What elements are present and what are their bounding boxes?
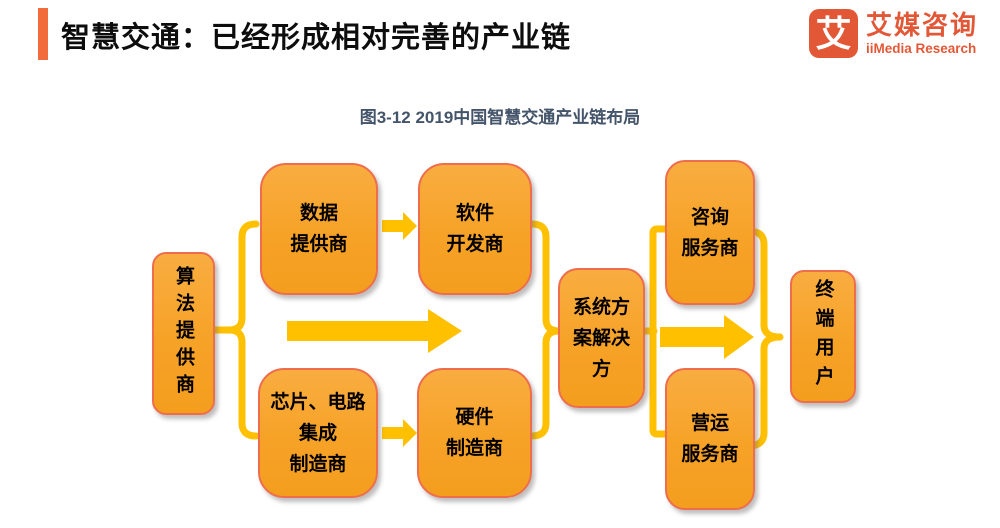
iimedia-logo: 艾 艾媒咨询 iiMedia Research [808,9,978,58]
node-software-developer: 软件 开发商 [418,163,532,295]
logo-brand-cn: 艾媒咨询 [865,10,978,40]
node-label-line: 方 [591,358,611,380]
node-label-line: 服务商 [681,237,739,259]
brace-middle [528,220,563,440]
arrow-data-to-software [382,212,417,240]
title-accent-bar [38,8,48,60]
node-label-line: 制造商 [289,453,347,475]
node-label-line: 提供商 [290,234,348,255]
arrow-chip-to-hardware [382,419,417,447]
node-end-user: 终端用户 [790,270,856,403]
node-system-solution-provider: 系统方 案解决 方 [558,268,645,408]
node-label-line: 系统方 [572,296,630,318]
node-label-line: 软件 [455,203,494,224]
node-label-line: 制造商 [445,438,503,459]
node-algorithm-provider: 算法提供商 [152,252,215,415]
bracket-right-open [649,225,675,438]
node-label-line: 案解决 [572,327,630,349]
node-label-line: 营运 [690,413,729,434]
node-label-line: 开发商 [446,234,504,255]
node-label-line: 硬件 [455,407,494,428]
node-consulting-service-provider: 咨询 服务商 [665,160,755,305]
brace-left [225,220,260,440]
node-hardware-manufacturer: 硬件 制造商 [417,368,532,498]
brace-right [744,227,784,450]
node-label: 算法提供商 [173,266,194,401]
page-title: 智慧交通：已经形成相对完善的产业链 [61,22,572,54]
node-data-provider: 数据 提供商 [260,163,378,295]
logo-brand-en: iiMedia Research [865,41,977,56]
node-operation-service-provider: 营运 服务商 [665,368,755,510]
node-label-line: 服务商 [681,444,739,465]
node-label-line: 芯片、电路 [270,391,366,413]
node-label-line: 数据 [299,203,338,224]
arrow-system-to-services [660,315,754,359]
node-label: 终端用户 [812,278,834,395]
figure-caption: 图3-12 2019中国智慧交通产业链布局 [359,108,641,127]
node-chip-circuit-manufacturer: 芯片、电路 集成 制造商 [258,368,378,498]
node-label-line: 集成 [298,422,337,444]
logo-text: 艾媒咨询 iiMedia Research [866,9,978,56]
arrow-middle-to-system [287,309,462,353]
iimedia-logo-icon: 艾 [808,9,858,58]
node-label-line: 咨询 [690,206,729,228]
